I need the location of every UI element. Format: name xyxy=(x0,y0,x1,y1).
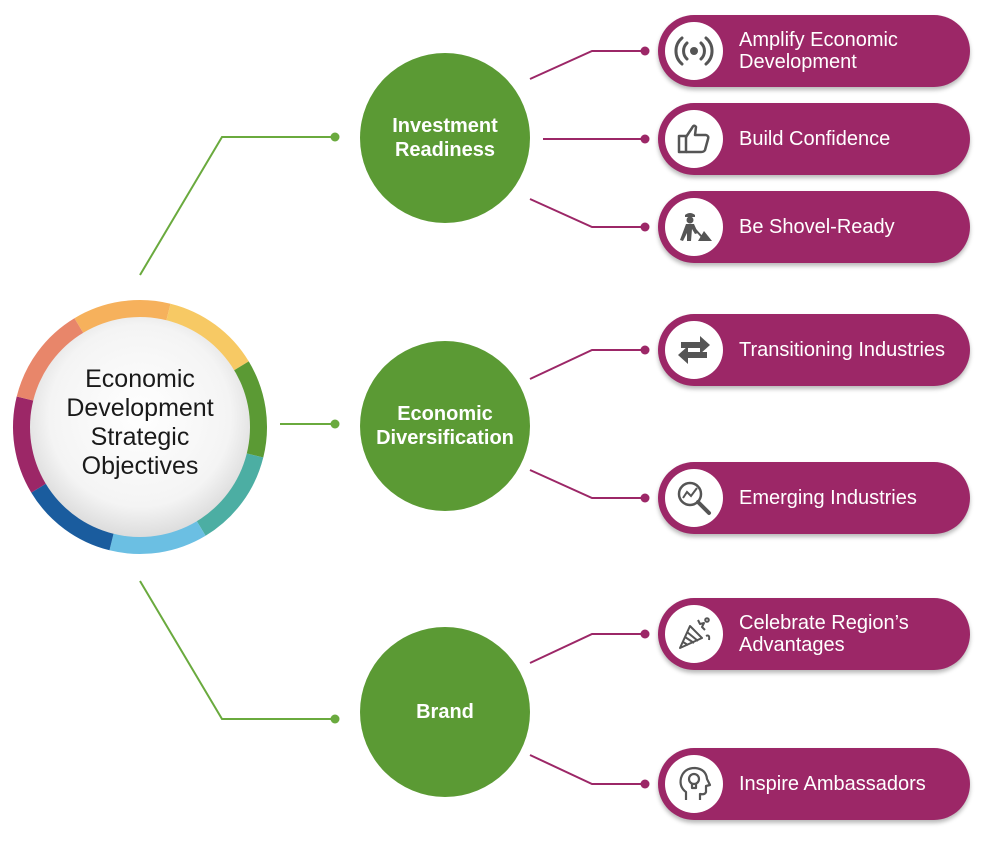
connector-ambassadors xyxy=(529,754,645,785)
icon-badge xyxy=(665,605,723,663)
broadcast-icon xyxy=(674,36,714,66)
ring-segment xyxy=(165,303,249,371)
pill-label: Emerging Industries xyxy=(739,487,917,509)
connector-brand xyxy=(139,580,335,720)
pill-emerging-industries[interactable]: Emerging Industries xyxy=(658,462,970,534)
connector-dot xyxy=(640,493,650,503)
connector-dot xyxy=(640,345,650,355)
construction-worker-icon xyxy=(680,213,712,241)
pill-be-shovel-ready[interactable]: Be Shovel-Ready xyxy=(658,191,970,263)
connector-dot xyxy=(640,222,650,232)
pill-celebrate-regions-advantages[interactable]: Celebrate Region’s Advantages xyxy=(658,598,970,670)
center-title-line: Development xyxy=(66,394,214,422)
node-investment-readiness[interactable]: Investment Readiness xyxy=(360,53,530,223)
connector-investment xyxy=(139,136,335,276)
icon-badge xyxy=(665,321,723,379)
pill-transitioning-industries[interactable]: Transitioning Industries xyxy=(658,314,970,386)
objectives-ring xyxy=(13,300,267,554)
lightbulb-head-icon xyxy=(679,766,712,800)
ring-segment xyxy=(109,520,206,554)
party-popper-icon xyxy=(679,617,711,649)
node-label: Brand xyxy=(416,701,474,723)
connector-transitioning xyxy=(529,349,645,380)
connector-dot xyxy=(640,629,650,639)
connector-dot xyxy=(330,714,340,724)
connector-dot xyxy=(640,779,650,789)
ring-segment xyxy=(196,452,264,536)
node-label: Economic xyxy=(397,403,493,425)
connector-dot xyxy=(640,46,650,56)
pill-build-confidence[interactable]: Build Confidence xyxy=(658,103,970,175)
ring-segment xyxy=(31,483,115,551)
connector-emerging xyxy=(529,469,645,499)
thumbs-up-icon xyxy=(677,124,710,154)
center-title-line: Objectives xyxy=(81,452,199,480)
connector-dot xyxy=(330,419,340,429)
magnifier-chart-icon xyxy=(677,481,711,515)
node-label: Investment xyxy=(392,115,498,137)
node-label: Diversification xyxy=(376,427,514,449)
pill-label: Be Shovel-Ready xyxy=(739,216,895,238)
pill-label: Development xyxy=(739,51,857,73)
connector-shovel xyxy=(529,198,645,228)
ring-segment xyxy=(16,318,84,402)
icon-badge xyxy=(665,110,723,168)
connector-celebrate xyxy=(529,633,645,664)
ring-segment xyxy=(74,300,171,334)
pill-amplify-economic-development[interactable]: Amplify Economic Development xyxy=(658,15,970,87)
center-title-line: Economic xyxy=(85,365,195,393)
pill-label: Advantages xyxy=(739,634,845,656)
connector-dot xyxy=(330,132,340,142)
pill-label: Celebrate Region’s xyxy=(739,612,909,634)
connector-dot xyxy=(640,134,650,144)
node-label: Readiness xyxy=(394,139,496,161)
node-brand[interactable]: Brand xyxy=(360,627,530,797)
pill-label: Transitioning Industries xyxy=(739,339,946,361)
node-economic-diversification[interactable]: Economic Diversification xyxy=(360,341,530,511)
ring-segment xyxy=(13,396,47,493)
icon-badge xyxy=(665,469,723,527)
pill-label: Inspire Ambassadors xyxy=(739,773,926,795)
connector-amplify xyxy=(529,50,645,80)
icon-badge xyxy=(665,198,723,256)
pill-inspire-ambassadors[interactable]: Inspire Ambassadors xyxy=(658,748,970,820)
pill-label: Amplify Economic xyxy=(739,29,898,51)
center-title-line: Strategic xyxy=(90,423,190,451)
icon-badge xyxy=(665,755,723,813)
arrows-exchange-icon xyxy=(678,336,710,364)
magenta-connectors xyxy=(529,50,645,785)
center-title: Economic Development Strategic Objective… xyxy=(22,348,258,498)
pill-label: Build Confidence xyxy=(739,128,891,150)
ring-segment xyxy=(233,361,267,458)
icon-badge xyxy=(665,22,723,80)
center-disc xyxy=(30,317,250,537)
green-connectors xyxy=(139,136,335,720)
